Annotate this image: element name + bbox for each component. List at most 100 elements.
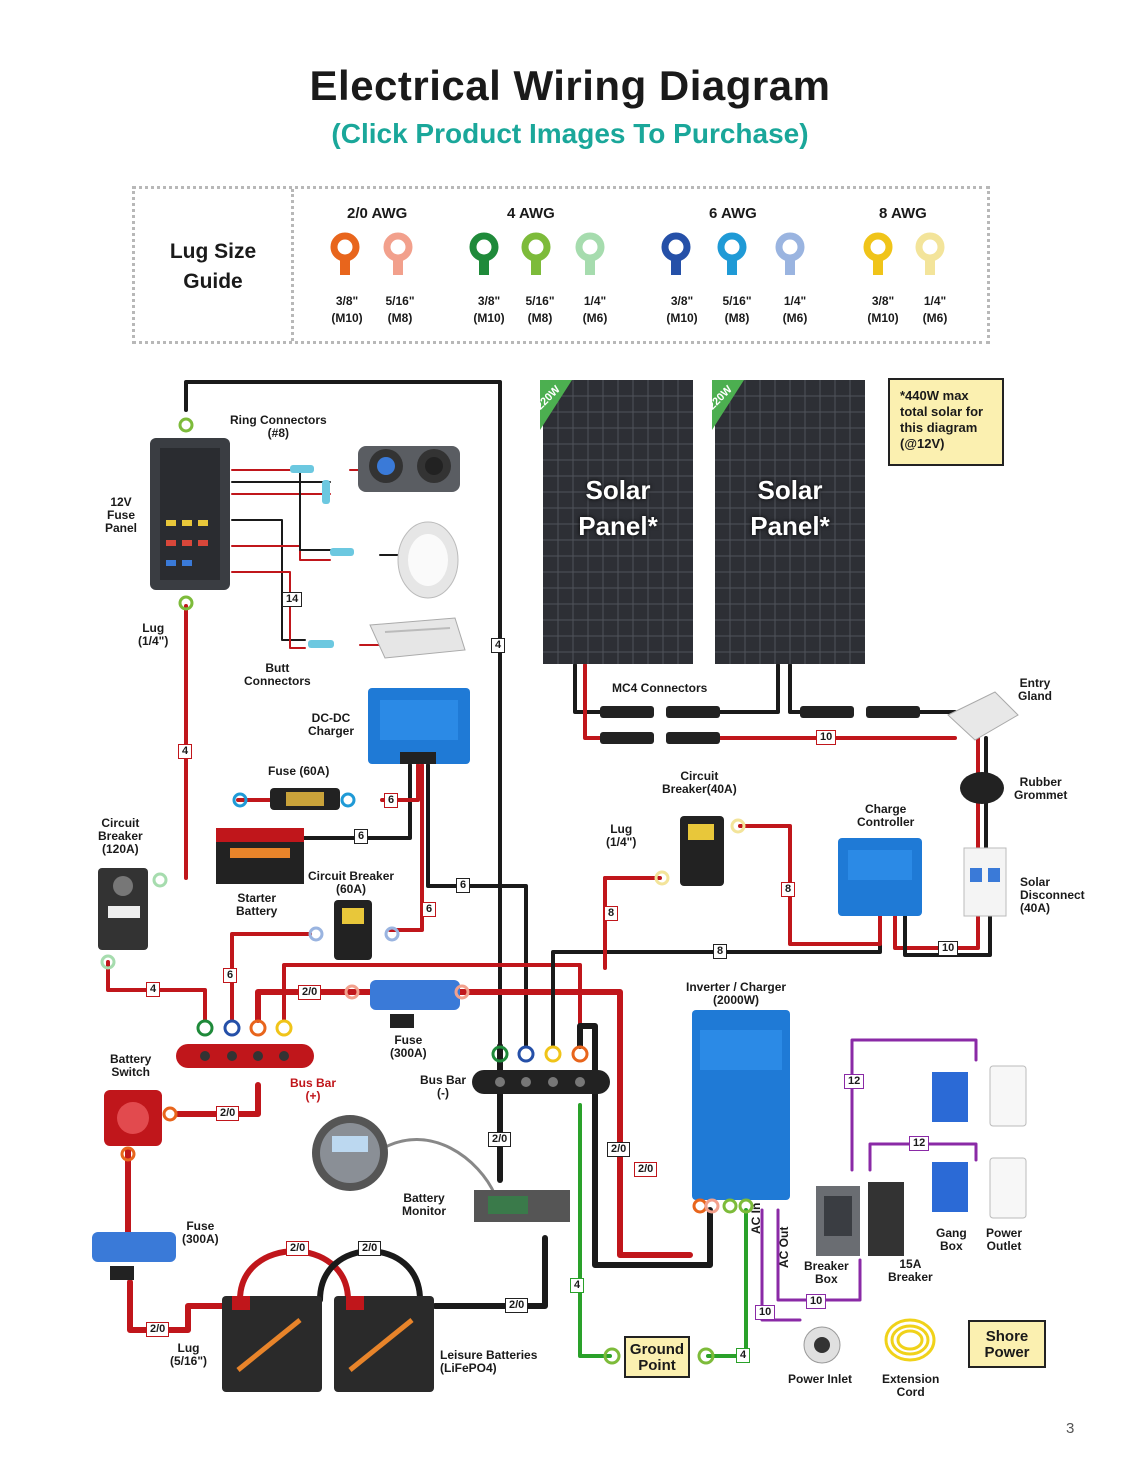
wire-gauge-tag: 2/0	[216, 1106, 240, 1121]
circuit-breaker-60a-device	[308, 900, 400, 960]
mc4-connectors-device	[600, 706, 920, 744]
bus-bar-negative-device	[472, 1045, 610, 1094]
fuse-300a-bottom-device	[92, 1232, 176, 1280]
lug-icon	[383, 232, 413, 275]
page-title: Electrical Wiring Diagram	[309, 62, 831, 109]
lug-icon	[863, 232, 893, 275]
guide-divider	[291, 189, 294, 341]
solar-limit-note: *440W max total solar for this diagram (…	[888, 378, 1004, 466]
circuit-breaker-60a-label: Circuit Breaker(60A)	[308, 869, 395, 896]
wire-gauge-tag: 10	[938, 941, 959, 956]
mc4-connectors-label: MC4 Connectors	[612, 681, 708, 695]
fuse-300a-top-device	[344, 980, 470, 1028]
wire-gauge-tag: 6	[354, 829, 369, 844]
lug-icon	[575, 232, 605, 275]
awg-8-label: 8 AWG	[879, 205, 927, 222]
battery-shunt-device	[474, 1190, 570, 1222]
lug-size-item: 5/16"(M8)	[722, 294, 752, 325]
lug-icon	[915, 232, 945, 275]
lug-size-item: 3/8"(M10)	[867, 294, 899, 325]
wire-gauge-tag: 12	[909, 1136, 930, 1151]
wire-gauge-tag: 10	[806, 1294, 827, 1309]
awg-2-0-label: 2/0 AWG	[347, 205, 408, 222]
wire-gauge-tag: 4	[178, 744, 193, 759]
inverter-charger-label: Inverter / Charger(2000W)	[686, 980, 787, 1007]
awg-4-label: 4 AWG	[507, 205, 555, 222]
battery-switch-device	[104, 1090, 178, 1162]
ground-lug	[603, 1347, 621, 1365]
wire-gauge-tag: 2/0	[286, 1241, 310, 1256]
fuse-60a-label: Fuse (60A)	[268, 764, 330, 778]
circuit-breaker-40a-device	[654, 816, 746, 886]
wire-gauge-tag: 4	[570, 1278, 585, 1293]
wire-gauge-tag: 8	[713, 944, 728, 959]
leisure-batteries-device	[222, 1296, 434, 1392]
lug-size-item: 1/4"(M6)	[922, 294, 948, 325]
lug-size-item: 3/8"(M10)	[666, 294, 698, 325]
circuit-breaker-120a-device	[98, 868, 168, 970]
bus-bar-positive-device	[176, 1019, 314, 1068]
entry-gland-device	[947, 691, 1019, 741]
lug-label: Lug(1/4")	[606, 822, 637, 849]
power-inlet-label: Power Inlet	[788, 1372, 853, 1386]
lug-icon	[717, 232, 747, 275]
lug-icon	[469, 232, 499, 275]
lug-size-item: 1/4"(M6)	[782, 294, 808, 325]
butt-connectors	[290, 465, 354, 648]
fuse-300a-label: Fuse(300A)	[390, 1033, 427, 1060]
wire-gauge-tag: 14	[282, 592, 303, 607]
breaker-box-device	[816, 1186, 860, 1256]
wire-gauge-tag: 2/0	[488, 1132, 512, 1147]
wire-gauge-tag: 6	[384, 793, 399, 808]
lug-size-guide: Lug Size Guide 2/0 AWG 4 AWG 6 AWG 8 AWG…	[132, 186, 990, 344]
lug-label: Lug(1/4")	[138, 621, 169, 648]
lug-label: Lug(5/16")	[170, 1341, 208, 1368]
wire-gauge-tag: 2/0	[146, 1322, 170, 1337]
negative-wire-fuse-panel	[184, 380, 502, 1048]
breaker-15a-device	[868, 1182, 904, 1256]
guide-lug-icons	[330, 232, 945, 275]
fuse-60a-device	[232, 788, 356, 810]
lug-guide-title-line1: Lug Size	[169, 240, 257, 263]
purchase-hint[interactable]: (Click Product Images To Purchase)	[331, 118, 809, 149]
lug-size-item: 5/16"(M8)	[385, 294, 415, 325]
lug-icon	[521, 232, 551, 275]
rubber-grommet-device	[960, 772, 1004, 804]
ground-lug	[697, 1347, 715, 1365]
usb-socket-device	[358, 446, 460, 492]
wire-gauge-tag: 4	[736, 1348, 751, 1363]
gang-boxes-device	[932, 1072, 968, 1212]
lug-size-item: 3/8"(M10)	[473, 294, 505, 325]
wire-gauge-tag: 12	[844, 1074, 865, 1089]
charge-controller-device	[838, 838, 922, 916]
fuse-panel	[150, 417, 230, 611]
ac-in-label: AC In	[749, 1202, 763, 1234]
lug-icon	[661, 232, 691, 275]
wire-gauge-tag: 10	[816, 730, 837, 745]
solar-panels	[540, 380, 865, 664]
awg-6-label: 6 AWG	[709, 205, 757, 222]
wire-gauge-tag: 10	[755, 1305, 776, 1320]
extension-cord-device	[884, 1318, 936, 1362]
roof-fan-device	[369, 617, 466, 659]
wire-gauge-tag: 2/0	[358, 1241, 382, 1256]
power-outlets-device	[989, 1065, 1027, 1219]
wire-gauge-tag: 6	[422, 902, 437, 917]
wire-gauge-tag: 8	[781, 882, 796, 897]
fuse-300a-label: Fuse(300A)	[182, 1219, 219, 1246]
